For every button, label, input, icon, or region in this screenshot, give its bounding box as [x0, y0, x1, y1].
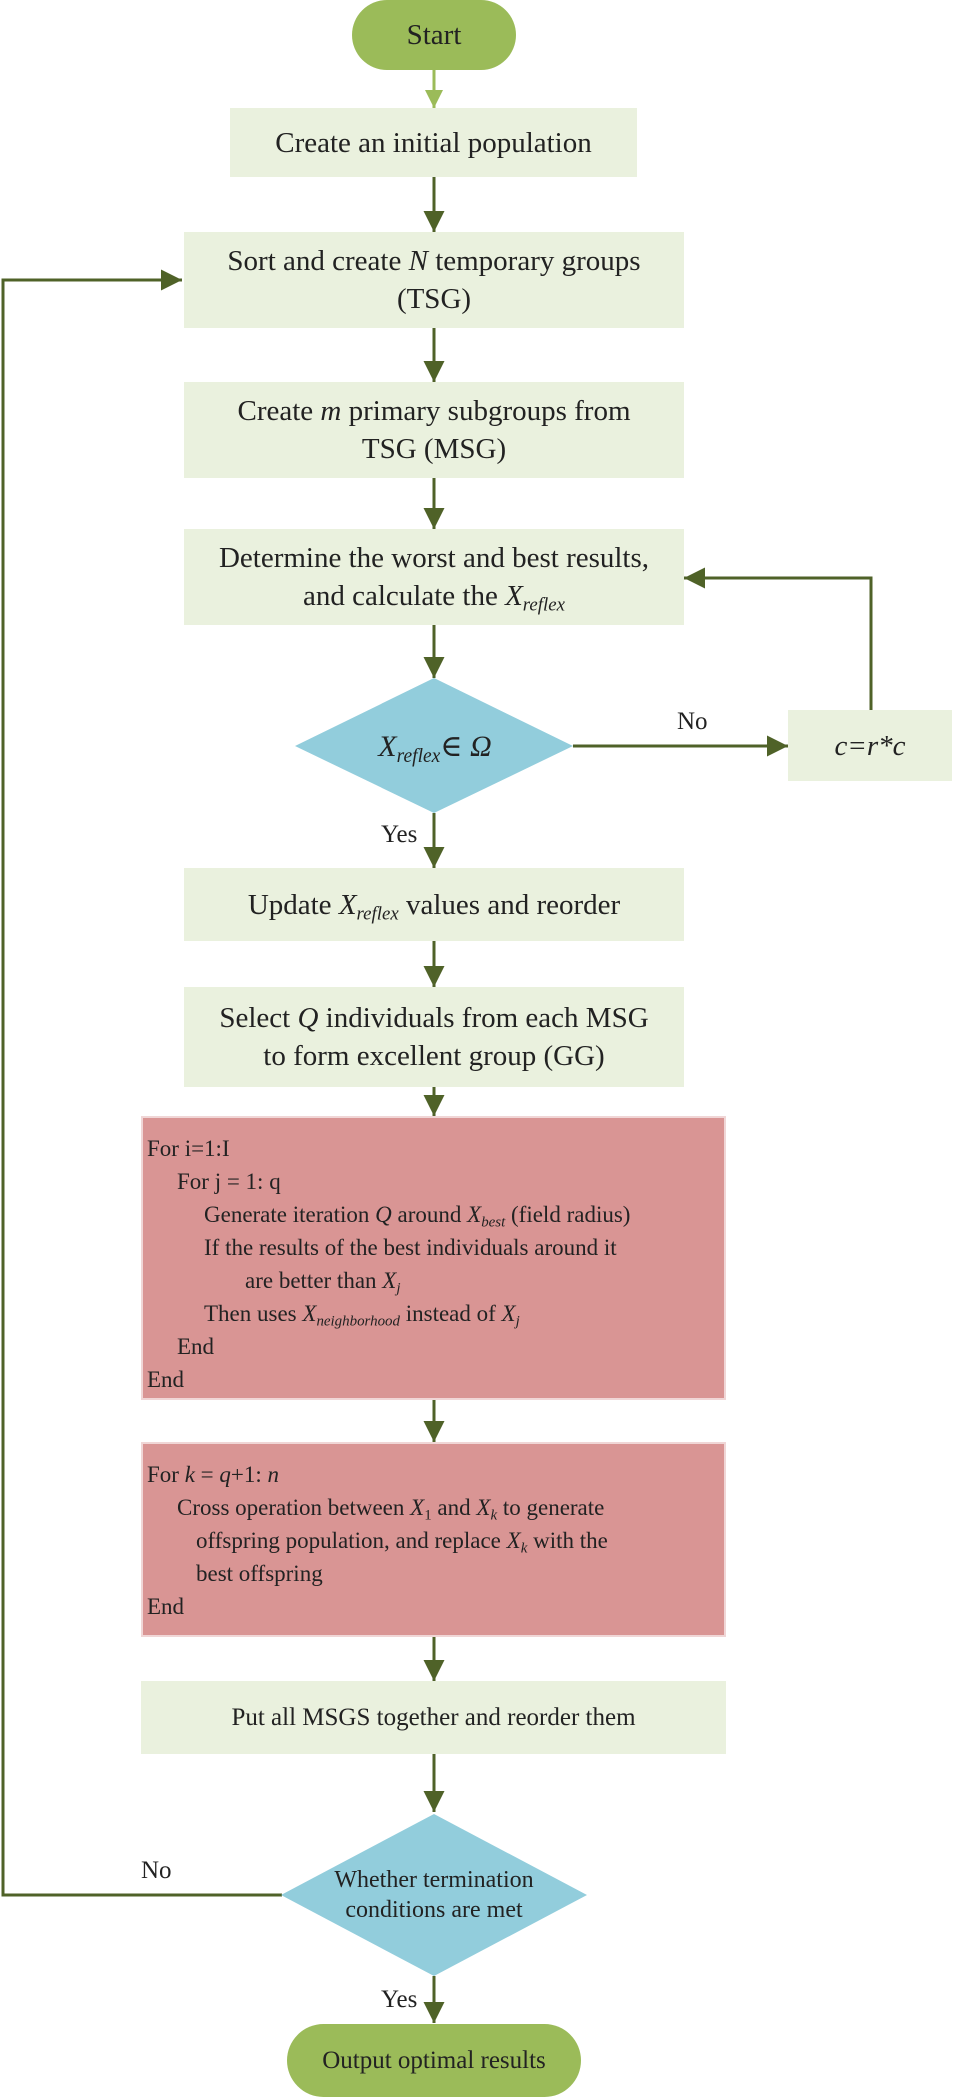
edge-label-no-2: No [141, 1857, 172, 1884]
start-terminal: Start [352, 0, 516, 70]
process-determine-results: Determine the worst and best results, an… [184, 529, 684, 625]
code2-line1: For k = q+1: n [147, 1462, 280, 1487]
process-sort-tsg: Sort and create N temporary groups (TSG) [184, 232, 684, 328]
code1-line1: For i=1:I [147, 1136, 230, 1161]
code-block-neighborhood-search: For i=1:I For j = 1: q Generate iteratio… [141, 1116, 726, 1400]
process-c-update: c=r*c [788, 710, 952, 781]
determine-line2: and calculate the Xreflex [302, 580, 565, 616]
sort-line1: Sort and create N temporary groups [227, 245, 641, 277]
msg-line2: TSG (MSG) [361, 433, 507, 465]
decision-termination [281, 1814, 587, 1976]
arrow-c-update-to-determine [684, 567, 873, 710]
output-terminal: Output optimal results [287, 2024, 581, 2097]
code2-line2: Cross operation between X1 and Xk to gen… [177, 1495, 605, 1524]
select-line1: Select Q individuals from each MSG [219, 1002, 649, 1034]
edge-label-yes-1: Yes [381, 821, 418, 848]
code1-line5: are better than Xj [245, 1268, 401, 1297]
code2-line4: best offspring [196, 1561, 323, 1586]
code1-line4: If the results of the best individuals a… [204, 1235, 617, 1260]
decision1-label: Xreflex∈ Ω [378, 729, 492, 767]
process-put-all-msgs: Put all MSGS together and reorder them [141, 1681, 726, 1754]
determine-line1: Determine the worst and best results, [218, 542, 650, 574]
code2-line5: End [147, 1594, 185, 1619]
decision2-label: Whether termination conditions are met [334, 1867, 534, 1923]
code2-line3: offspring population, and replace Xk wit… [196, 1528, 608, 1557]
sort-line2: (TSG) [396, 283, 472, 315]
code1-line8: End [147, 1367, 185, 1392]
edge-label-no-1: No [677, 708, 708, 735]
process-create-initial-population: Create an initial population [230, 108, 637, 177]
c-update-label: c=r*c [834, 729, 906, 762]
output-label: Output optimal results [322, 2046, 546, 2074]
decision-reflex-in-omega [295, 678, 573, 813]
select-line2: to form excellent group (GG) [263, 1040, 605, 1072]
msg-line1: Create m primary subgroups from [237, 395, 631, 427]
code1-line3: Generate iteration Q around Xbest (field… [204, 1202, 631, 1231]
process-create-msg: Create m primary subgroups from TSG (MSG… [184, 382, 684, 478]
process-select-individuals: Select Q individuals from each MSG to fo… [184, 987, 684, 1087]
process-update-reflex: Update Xreflex values and reorder [184, 868, 684, 941]
update-line: Update Xreflex values and reorder [247, 888, 621, 925]
arrow-decision2-no-to-sort [1, 269, 282, 1897]
code-block-cross-operation: For k = q+1: n Cross operation between X… [141, 1442, 726, 1637]
code1-line6: Then uses Xneighborhood instead of Xj [204, 1301, 520, 1330]
start-label: Start [406, 19, 462, 51]
put-all-label: Put all MSGS together and reorder them [231, 1703, 636, 1731]
init-pop-label: Create an initial population [275, 126, 592, 159]
code1-line2: For j = 1: q [177, 1169, 281, 1194]
code1-line7: End [177, 1334, 215, 1359]
edge-label-yes-2: Yes [381, 1986, 418, 2013]
